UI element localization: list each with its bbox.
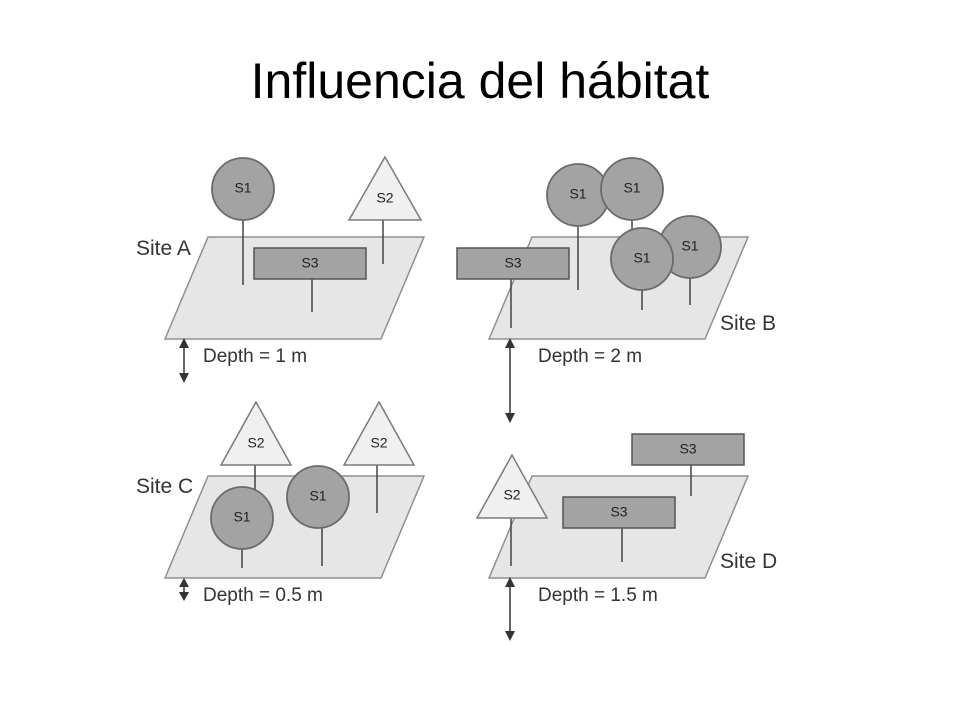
site-c-s2b-label: S2 [370, 435, 387, 451]
site-a-label: Site A [136, 237, 191, 260]
page-title: Influencia del hábitat [250, 53, 710, 109]
site-b-depth-label: Depth = 2 m [538, 346, 642, 367]
site-b-label: Site B [720, 312, 776, 335]
site-c-depth-label: Depth = 0.5 m [203, 585, 323, 606]
site-d-s2-triangle [475, 453, 549, 519]
site-d-panel: Site D S3 S3 S2 Depth = 1.5 m [475, 433, 777, 641]
site-d-arrow-head-down [505, 631, 515, 641]
site-c-s1a-circle [286, 465, 350, 529]
site-c-label: Site C [136, 475, 193, 498]
site-b-s1c-label: S1 [681, 238, 698, 254]
site-b-s1b-circle [600, 157, 664, 221]
site-b-s1d-circle [610, 227, 674, 291]
site-d-label: Site D [720, 550, 777, 573]
site-c-s2a-triangle [219, 400, 293, 466]
site-a-s2-label: S2 [376, 190, 393, 206]
site-b-s1a-label: S1 [569, 186, 586, 202]
site-a-arrow-head-down [179, 373, 189, 383]
site-d-s3a-rect [631, 433, 745, 466]
site-d-s3a-label: S3 [679, 441, 696, 457]
site-b-arrow-head-up [505, 338, 515, 348]
site-c-s1a-label: S1 [309, 488, 326, 504]
site-b-panel: Site B S1 S1 S1 S1 S3 Depth = 2 m [456, 157, 776, 423]
site-c-arrow-head-up [179, 578, 189, 587]
site-c-arrow-head-down [179, 592, 189, 601]
site-d-arrow-head-up [505, 577, 515, 587]
site-b-s1b-label: S1 [623, 180, 640, 196]
site-a-arrow-head-up [179, 338, 189, 348]
site-b-s1d-label: S1 [633, 250, 650, 266]
site-a-panel: Site A S1 S2 S3 Depth = 1 m [136, 155, 426, 383]
site-c-panel: Site C S2 S2 S1 S1 Depth = 0.5 m [136, 400, 426, 606]
site-c-s1b-label: S1 [233, 509, 250, 525]
site-c-s2a-label: S2 [247, 435, 264, 451]
site-a-s1-label: S1 [234, 180, 251, 196]
site-b-s3-label: S3 [504, 255, 521, 271]
site-a-s3-rect [253, 247, 367, 280]
site-c-s1b-circle [210, 486, 274, 550]
site-d-s2-label: S2 [503, 487, 520, 503]
site-d-s3b-rect [562, 496, 676, 529]
site-d-s3b-label: S3 [610, 504, 627, 520]
site-a-depth-label: Depth = 1 m [203, 346, 307, 367]
site-d-depth-label: Depth = 1.5 m [538, 585, 658, 606]
site-b-s3-rect [456, 247, 570, 280]
site-c-s2b-triangle [342, 400, 416, 466]
site-a-s3-label: S3 [301, 255, 318, 271]
site-a-s1-circle [211, 157, 275, 221]
site-b-arrow-head-down [505, 413, 515, 423]
site-a-s2-triangle [347, 155, 423, 221]
